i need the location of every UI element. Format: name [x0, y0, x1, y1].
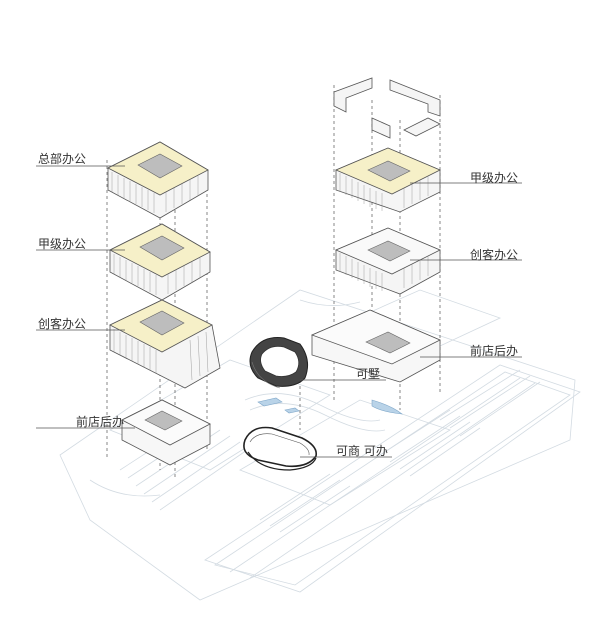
label-villa-tower: 可墅: [356, 367, 381, 381]
label-maker-office-left: 创客办公: [38, 317, 87, 331]
water-features: [257, 397, 403, 415]
floor-front-shop-right: [310, 309, 441, 383]
label-front-shop-right: 前店后办: [470, 344, 519, 358]
floor-grade-a-office-right: [334, 147, 441, 213]
label-grade-a-office-left: 甲级办公: [38, 237, 87, 251]
floor-hq-office: [107, 141, 209, 219]
floor-maker-office-left: [109, 299, 221, 389]
floor-grade-a-office-left: [109, 223, 211, 301]
commercial-office-shape: [243, 426, 318, 471]
label-maker-office-right: 创客办公: [470, 248, 519, 262]
label-grade-a-office-right: 甲级办公: [470, 171, 519, 185]
villa-tower-shape: [249, 337, 309, 389]
leader-lines: [36, 165, 522, 458]
label-hq-office: 总部办公: [38, 152, 87, 166]
floor-maker-office-right: [334, 227, 441, 295]
label-commercial-office: 可商 可办: [336, 444, 388, 458]
label-front-shop-left: 前店后办: [76, 415, 125, 429]
roof-crown: [333, 77, 441, 139]
floor-front-shop-left: [121, 399, 211, 466]
